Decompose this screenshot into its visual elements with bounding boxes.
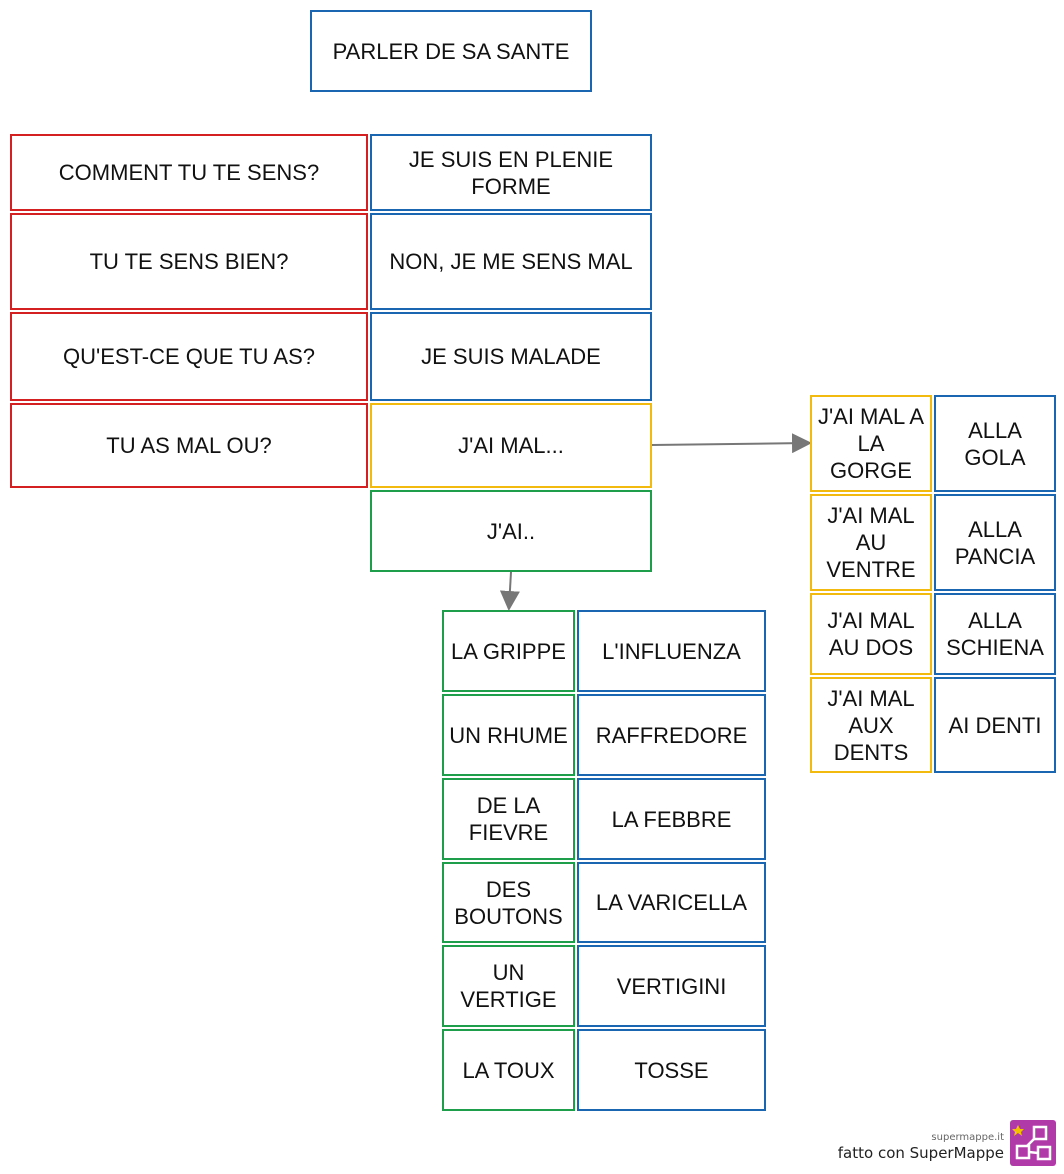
answer-node[interactable]: NON, JE ME SENS MAL	[370, 213, 652, 310]
ai-fr-text: LA GRIPPE	[451, 638, 566, 664]
question-node[interactable]: QU'EST-CE QUE TU AS?	[10, 312, 368, 401]
mal-it-text: ALLA SCHIENA	[946, 608, 1044, 660]
answer-text: JE SUIS MALADE	[421, 344, 601, 369]
ai-fr-text: DES BOUTONS	[454, 876, 563, 929]
ai-it-node[interactable]: L'INFLUENZA	[577, 610, 766, 692]
branding-site: supermappe.it	[931, 1132, 1004, 1143]
mal-it-node[interactable]: AI DENTI	[934, 677, 1056, 773]
mal-it-text: ALLA PANCIA	[954, 516, 1036, 569]
ai-it-node[interactable]: LA VARICELLA	[577, 862, 766, 943]
ai-it-text: LA FEBBRE	[611, 806, 732, 832]
ai-fr-node[interactable]: UN VERTIGE	[442, 945, 575, 1027]
ai-it-text: RAFFREDORE	[595, 722, 748, 748]
ai-fr-text: UN VERTIGE	[460, 960, 557, 1012]
ai-it-node[interactable]: RAFFREDORE	[577, 694, 766, 776]
mal-it-text: AI DENTI	[948, 712, 1042, 738]
supermappe-logo-icon	[1010, 1120, 1056, 1166]
map-title: PARLER DE SA SANTE	[332, 38, 570, 64]
mal-fr-node[interactable]: J'AI MAL AU VENTRE	[810, 494, 932, 591]
arrow-to-ai-list	[499, 571, 520, 611]
map-title-node[interactable]: PARLER DE SA SANTE	[310, 10, 592, 92]
mal-fr-text: J'AI MAL AUX DENTS	[827, 685, 915, 765]
ai-fr-node[interactable]: LA GRIPPE	[442, 610, 575, 692]
ai-fr-node[interactable]: UN RHUME	[442, 694, 575, 776]
answer-text: JE SUIS EN PLENIE FORME	[408, 146, 614, 199]
ai-it-node[interactable]: TOSSE	[577, 1029, 766, 1111]
mal-fr-node[interactable]: J'AI MAL A LA GORGE	[810, 395, 932, 492]
ai-it-text: LA VARICELLA	[595, 890, 748, 915]
branding: supermappe.it fatto con SuperMappe	[838, 1132, 1004, 1162]
ai-it-text: L'INFLUENZA	[602, 638, 741, 664]
ai-it-text: VERTIGINI	[616, 973, 727, 999]
mal-fr-node[interactable]: J'AI MAL AU DOS	[810, 593, 932, 675]
mal-it-text: ALLA GOLA	[964, 417, 1026, 470]
answer-node-jai[interactable]: J'AI..	[370, 490, 652, 572]
ai-fr-text: DE LA FIEVRE	[468, 793, 549, 845]
ai-it-node[interactable]: LA FEBBRE	[577, 778, 766, 860]
ai-fr-text: LA TOUX	[462, 1057, 555, 1083]
mal-it-node[interactable]: ALLA SCHIENA	[934, 593, 1056, 675]
arrow-to-mal-list	[651, 433, 812, 454]
answer-text: J'AI MAL...	[458, 433, 564, 458]
ai-fr-node[interactable]: DE LA FIEVRE	[442, 778, 575, 860]
answer-text: J'AI..	[486, 518, 536, 544]
question-node[interactable]: COMMENT TU TE SENS?	[10, 134, 368, 211]
answer-text: NON, JE ME SENS MAL	[389, 249, 633, 274]
ai-fr-node[interactable]: LA TOUX	[442, 1029, 575, 1111]
branding-made-with: fatto con SuperMappe	[837, 1144, 1004, 1162]
answer-node-jai-mal[interactable]: J'AI MAL...	[370, 403, 652, 488]
answer-node[interactable]: JE SUIS MALADE	[370, 312, 652, 401]
question-node[interactable]: TU AS MAL OU?	[10, 403, 368, 488]
mal-fr-node[interactable]: J'AI MAL AUX DENTS	[810, 677, 932, 773]
ai-it-node[interactable]: VERTIGINI	[577, 945, 766, 1027]
question-node[interactable]: TU TE SENS BIEN?	[10, 213, 368, 310]
answer-node[interactable]: JE SUIS EN PLENIE FORME	[370, 134, 652, 211]
question-text: COMMENT TU TE SENS?	[58, 160, 320, 185]
mal-it-node[interactable]: ALLA PANCIA	[934, 494, 1056, 591]
question-text: TU AS MAL OU?	[106, 433, 272, 458]
mal-fr-text: J'AI MAL AU DOS	[827, 608, 915, 660]
mal-it-node[interactable]: ALLA GOLA	[934, 395, 1056, 492]
mal-fr-text: J'AI MAL AU VENTRE	[826, 503, 916, 582]
question-text: QU'EST-CE QUE TU AS?	[63, 344, 315, 369]
ai-fr-text: UN RHUME	[449, 722, 568, 748]
ai-it-text: TOSSE	[634, 1057, 709, 1083]
mal-fr-text: J'AI MAL A LA GORGE	[817, 404, 925, 483]
ai-fr-node[interactable]: DES BOUTONS	[442, 862, 575, 943]
question-text: TU TE SENS BIEN?	[89, 249, 289, 274]
